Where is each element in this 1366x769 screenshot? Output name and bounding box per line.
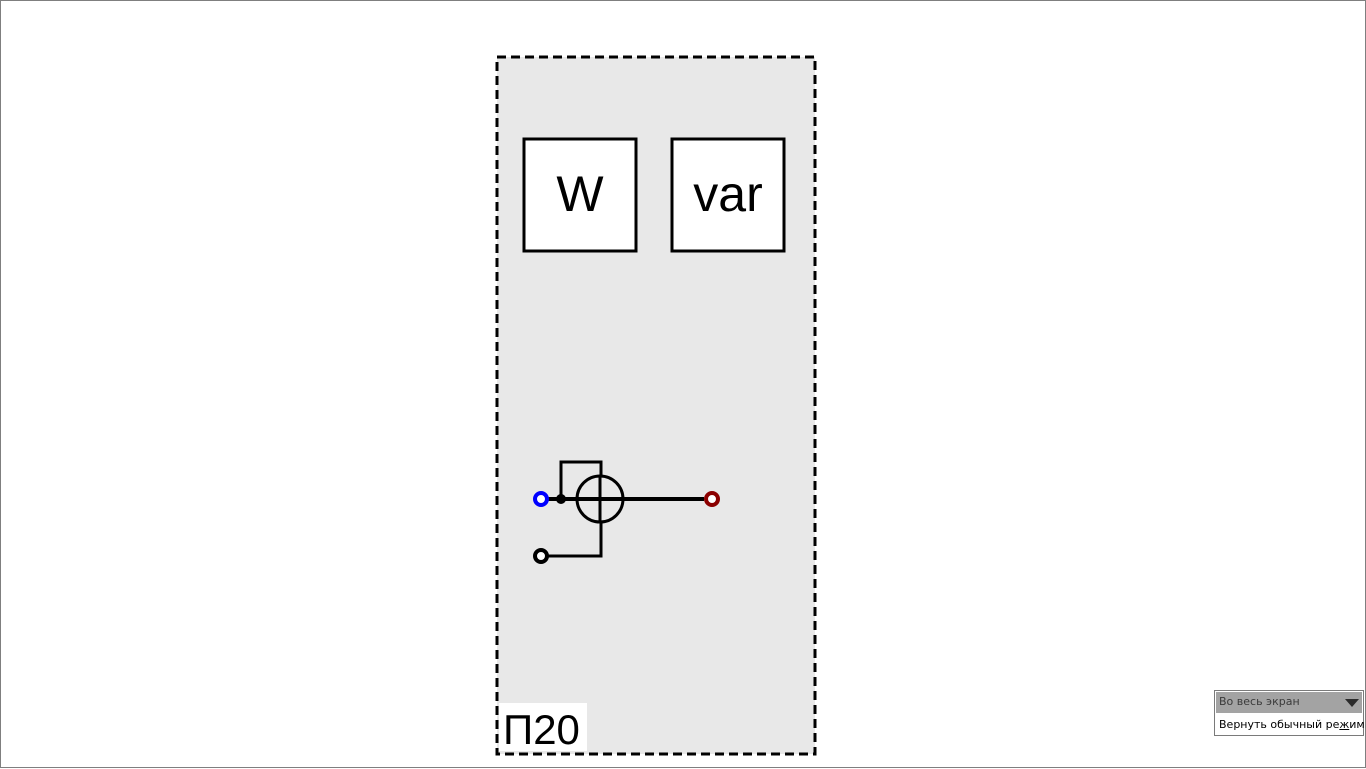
close-fullscreen-accelerator: ж [1339, 717, 1350, 731]
neutral-terminal [533, 491, 549, 507]
ground-lead [548, 522, 603, 558]
close-fullscreen-label-part: Вернуть обычный ре [1219, 717, 1340, 731]
close-fullscreen-button[interactable]: Вернуть обычный режим [1216, 714, 1365, 734]
close-fullscreen-label-part: им [1349, 717, 1365, 731]
fullscreen-toolbar: Во весь экран Вернуть обычный режим [1214, 690, 1365, 736]
ground-terminal [533, 548, 549, 564]
fullscreen-toolbar-title-bar[interactable]: Во весь экран [1216, 692, 1362, 713]
toolbar-dropdown-icon[interactable] [1345, 699, 1359, 707]
wattmeter-box [522, 137, 638, 253]
socket-symbol [533, 460, 720, 564]
varmeter: var [670, 137, 786, 253]
fullscreen-toolbar-title: Во весь экран [1219, 695, 1300, 708]
junction-dot [556, 494, 566, 504]
phase-terminal [704, 491, 720, 507]
wattmeter-label: W [556, 166, 604, 222]
varmeter-label: var [693, 166, 762, 222]
conductor-loop [559, 460, 603, 499]
panel-label: П20 [503, 706, 580, 753]
wattmeter: W [522, 137, 638, 253]
varmeter-box [670, 137, 786, 253]
panel-label-background [499, 703, 587, 751]
